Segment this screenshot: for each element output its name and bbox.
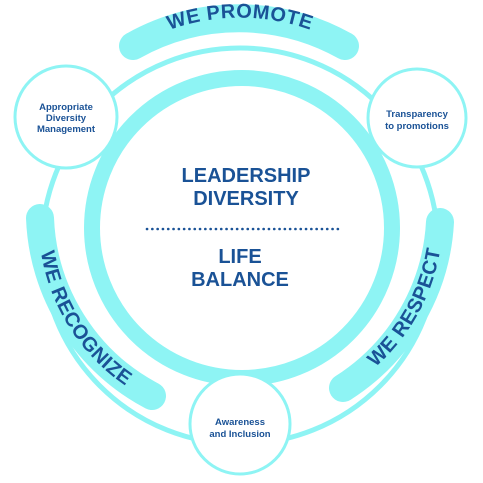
node-transparency-line2: to promotions [385, 121, 449, 132]
node-diversity-management-line1: Appropriate [39, 102, 93, 113]
node-awareness-inclusion-line2: and Inclusion [209, 429, 270, 440]
node-transparency [366, 67, 468, 169]
center-title-line2: DIVERSITY [193, 188, 299, 210]
node-diversity-management [13, 64, 119, 170]
center-subtitle-line1: LIFE [218, 246, 261, 268]
node-transparency-line1: Transparency [386, 109, 448, 120]
arc-band-top [119, 4, 359, 60]
center-title-line1: LEADERSHIP [182, 165, 311, 187]
arc-band-right [329, 208, 454, 402]
node-diversity-management-line2: Diversity [46, 113, 87, 124]
node-diversity-management-line3: Management [37, 124, 96, 135]
center-subtitle-line2: BALANCE [191, 269, 289, 291]
node-awareness-inclusion-line1: Awareness [215, 417, 265, 428]
arc-band-left [26, 204, 166, 410]
node-awareness-inclusion [188, 372, 292, 476]
